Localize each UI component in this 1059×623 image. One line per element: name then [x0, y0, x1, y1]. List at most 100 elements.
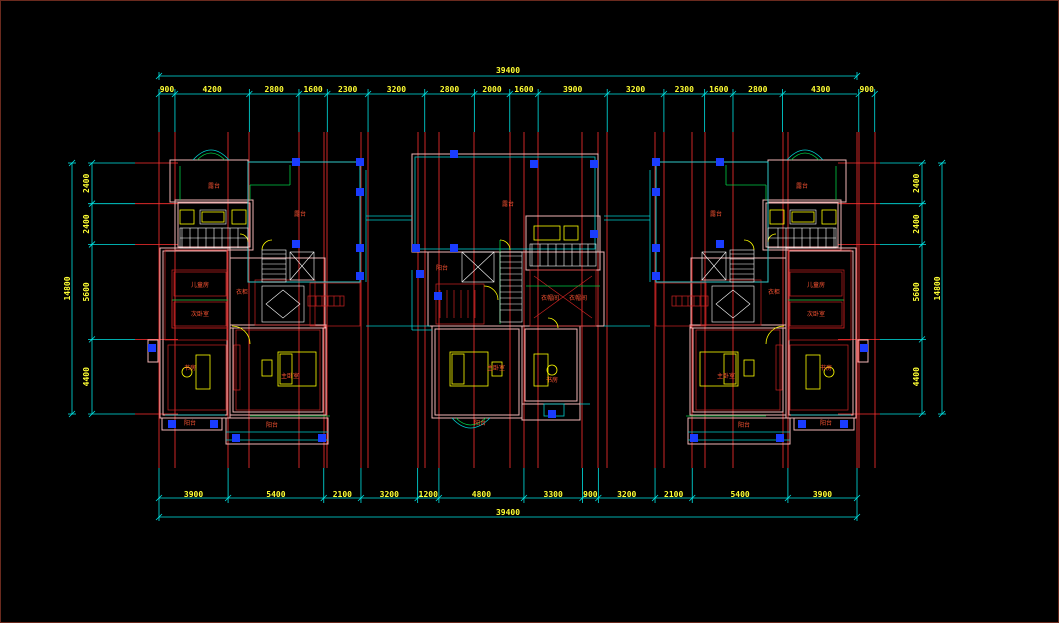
- unit-wall-outer: [785, 247, 857, 419]
- center-elevator: [461, 251, 495, 283]
- center-basin: [563, 225, 579, 241]
- center-bay-arc: [451, 417, 491, 429]
- stair-flight: [671, 295, 709, 307]
- unit-wall-inner: [162, 250, 228, 416]
- dim-slash: [918, 410, 926, 418]
- door-swing: [261, 239, 273, 251]
- top-segment-label: 2800: [748, 85, 767, 94]
- wardrobe-a: [173, 271, 227, 297]
- column-block: [652, 188, 660, 196]
- center-bath-wall: [525, 215, 601, 271]
- bed-pillows: [279, 353, 293, 385]
- dim-slash: [324, 90, 331, 98]
- dim-slash: [155, 72, 163, 80]
- top-segment-label: 2800: [265, 85, 284, 94]
- chair: [823, 366, 835, 378]
- dim-slash: [871, 90, 878, 98]
- column-block: [690, 434, 698, 442]
- center-dressing-frame: [529, 269, 597, 327]
- stair-core-wall: [690, 257, 787, 329]
- door-swing: [743, 239, 755, 251]
- dressing-x: [533, 275, 593, 319]
- wardrobe-b: [789, 301, 843, 327]
- center-chair: [546, 364, 558, 376]
- dim-slash: [603, 90, 611, 98]
- room-label: 次卧室: [191, 310, 209, 318]
- basin: [769, 209, 785, 225]
- room-label: 阳台: [738, 421, 750, 429]
- column-block: [210, 420, 218, 428]
- balcony-bottom: [225, 417, 329, 445]
- lobby-diamond: [265, 289, 301, 319]
- elevator-x: [461, 251, 495, 283]
- center-bay-arc-inner: [455, 417, 487, 426]
- toilet: [179, 209, 195, 225]
- bottom-segment-label: 2100: [664, 490, 683, 499]
- bottom-segment-label: 2100: [333, 490, 352, 499]
- wardrobe-master: [233, 344, 241, 391]
- top-segment-label: 1600: [709, 85, 728, 94]
- dim-slash: [246, 90, 253, 98]
- dim-slash: [364, 90, 372, 98]
- column-block: [590, 230, 598, 238]
- door-swing: [231, 325, 251, 345]
- room-label-texts: 露台露台儿童房次卧室衣柜书房主卧室阳台阳台露台露台儿童房次卧室衣柜书房主卧室阳台…: [184, 182, 832, 429]
- room-label: 主卧室: [281, 372, 299, 380]
- room-label: 书房: [184, 364, 196, 372]
- bed: [277, 351, 317, 387]
- unit-wall-inner: [788, 250, 854, 416]
- bed-pillows: [723, 353, 737, 385]
- dim-slash: [68, 410, 76, 418]
- dim-slash: [853, 513, 861, 521]
- window-lines: [165, 149, 851, 441]
- dim-slash: [784, 494, 792, 502]
- room-label: 阳台: [820, 419, 832, 427]
- dim-slash: [155, 90, 163, 98]
- master-frame: [695, 329, 781, 411]
- room-label: 露台: [796, 182, 808, 190]
- dim-slash: [688, 494, 696, 502]
- right-segment-label: 4400: [912, 367, 921, 386]
- room-label: 书房: [820, 364, 832, 372]
- room-label: 书房: [546, 376, 558, 384]
- furniture-symbols: [179, 209, 837, 390]
- dim-slash: [918, 241, 926, 248]
- bathtub: [789, 209, 817, 225]
- master-frame: [235, 329, 321, 411]
- top-segment-label: 3200: [626, 85, 645, 94]
- bed: [699, 351, 739, 387]
- room-label: 阳台: [266, 421, 278, 429]
- center-desk: [533, 353, 549, 387]
- bathtub: [199, 209, 227, 225]
- top-total-label: 39400: [496, 66, 520, 75]
- column-block: [356, 158, 364, 166]
- column-block: [652, 158, 660, 166]
- dim-slash: [471, 90, 478, 98]
- column-block: [292, 158, 300, 166]
- dim-slash: [357, 494, 365, 502]
- left-segment-label: 5600: [82, 282, 91, 301]
- chair: [181, 366, 193, 378]
- bedroom-closet-zone: [787, 269, 845, 329]
- dim-slash: [88, 200, 96, 207]
- door-swing: [499, 239, 511, 251]
- center-bed: [449, 351, 489, 387]
- dim-slash: [853, 72, 861, 80]
- center-master-wall: [431, 325, 523, 419]
- wall-outlines: [147, 153, 869, 445]
- stair-flight: [307, 295, 345, 307]
- toilet: [821, 209, 837, 225]
- dim-slash: [68, 159, 76, 167]
- balcony-bottom: [687, 417, 791, 445]
- dim-slash: [414, 494, 421, 502]
- wardrobe-a: [789, 271, 843, 297]
- column-block: [776, 434, 784, 442]
- column-block: [356, 188, 364, 196]
- balcony-bottom-left: [161, 417, 223, 431]
- center-core-wall: [427, 251, 605, 327]
- nightstand: [261, 359, 273, 377]
- wall-inner-lines: [164, 249, 852, 411]
- dim-slash: [579, 494, 586, 502]
- dim-slash: [88, 336, 96, 343]
